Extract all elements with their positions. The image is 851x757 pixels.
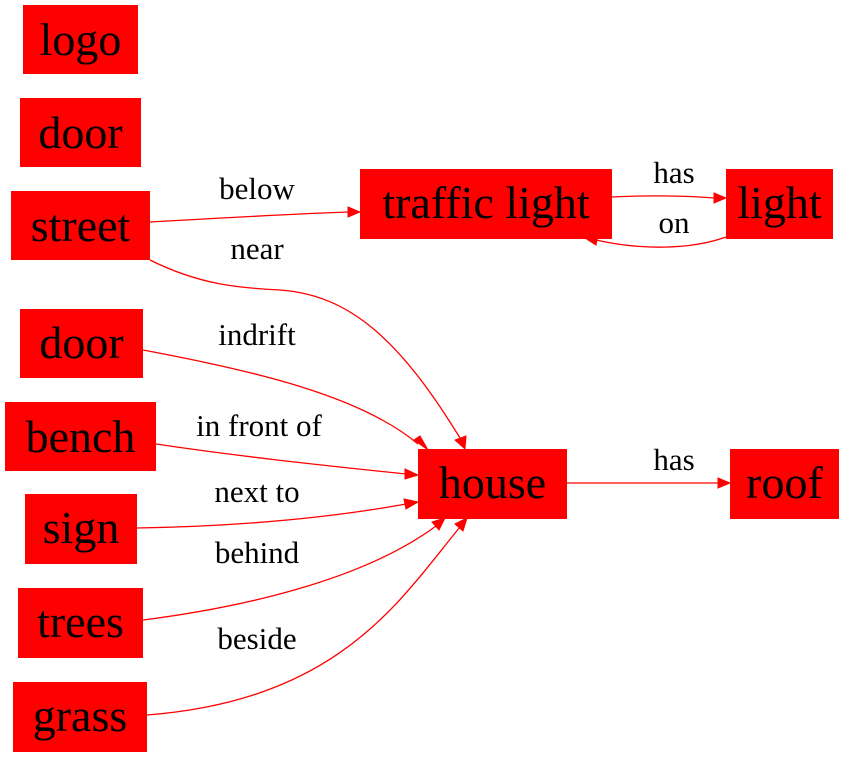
- node-door-top: door: [20, 98, 141, 167]
- edge-street-house: near: [149, 231, 467, 451]
- edge-trees-house: behind: [142, 517, 446, 621]
- node-bench: bench: [5, 402, 156, 471]
- node-label-sign: sign: [43, 502, 120, 553]
- edge-sign-house: next to: [136, 474, 420, 529]
- edge-house-roof: has: [567, 442, 732, 489]
- node-traffic-light: traffic light: [360, 169, 612, 239]
- node-roof: roof: [730, 449, 839, 519]
- edge-label-has-top: has: [653, 155, 694, 190]
- edge-street-traffic-light: below: [149, 171, 362, 223]
- node-light: light: [726, 169, 833, 239]
- edge-label-near: near: [230, 231, 284, 266]
- node-label-door-middle: door: [39, 317, 123, 368]
- node-sign: sign: [25, 494, 137, 564]
- node-logo: logo: [23, 5, 138, 74]
- node-label-grass: grass: [33, 690, 128, 741]
- node-grass: grass: [13, 682, 147, 752]
- node-label-bench: bench: [26, 411, 136, 462]
- node-house: house: [418, 449, 567, 519]
- edge-traffic-light-light: has: [611, 155, 728, 204]
- node-label-light: light: [737, 177, 822, 228]
- node-label-door-top: door: [38, 107, 122, 158]
- node-label-street: street: [31, 200, 131, 251]
- node-label-roof: roof: [746, 457, 823, 508]
- node-door-middle: door: [20, 309, 143, 378]
- edge-label-has-bottom: has: [653, 442, 694, 477]
- edge-label-in-front-of: in front of: [196, 408, 322, 443]
- edge-grass-house: beside: [146, 517, 468, 716]
- edge-label-indrift: indrift: [218, 317, 296, 352]
- node-street: street: [11, 191, 150, 260]
- edge-bench-house: in front of: [155, 408, 420, 480]
- edge-label-behind: behind: [215, 535, 300, 570]
- edge-door-house: indrift: [142, 317, 429, 451]
- node-label-logo: logo: [40, 14, 122, 65]
- edge-label-next-to: next to: [214, 474, 299, 509]
- node-label-traffic-light: traffic light: [382, 177, 590, 228]
- edge-label-beside: beside: [217, 621, 296, 656]
- node-label-house: house: [439, 457, 546, 508]
- edge-label-on: on: [659, 205, 691, 240]
- node-trees: trees: [18, 588, 143, 658]
- edge-label-below: below: [219, 171, 295, 206]
- node-label-trees: trees: [37, 596, 124, 647]
- edge-light-traffic-light: on: [583, 205, 727, 248]
